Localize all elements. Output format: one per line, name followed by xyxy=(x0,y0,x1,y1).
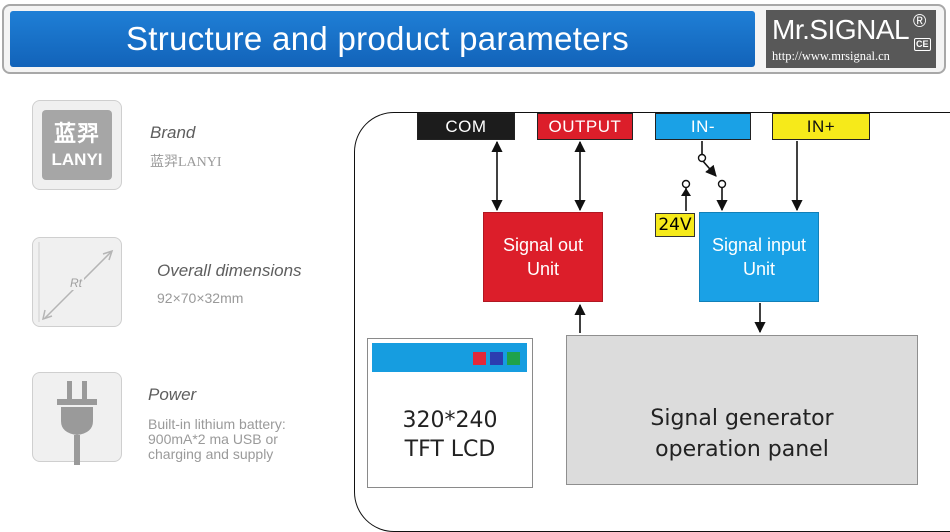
signal-out-unit: Signal out Unit xyxy=(483,212,603,302)
port-com: COM xyxy=(417,113,515,140)
dimensions-value: 92×70×32mm xyxy=(157,290,244,306)
lcd-label: 320*240 TFT LCD xyxy=(368,406,532,464)
power-value-line-3: charging and supply xyxy=(148,446,274,462)
port-in-minus: IN- xyxy=(655,113,751,140)
lcd-red-square-icon xyxy=(473,352,486,365)
signal-input-unit-line-1: Signal input xyxy=(711,235,807,255)
mrsignal-logo: Mr.SIGNAL ® CE http://www.mrsignal.cn xyxy=(766,10,936,68)
brand-logo-en: LANYI xyxy=(51,150,103,169)
title-banner: Structure and product parameters xyxy=(10,11,755,67)
panel-label: Signal generator operation panel xyxy=(567,403,917,465)
diagram-connectors xyxy=(491,140,803,334)
page-title: Structure and product parameters xyxy=(125,20,630,57)
lcd-screen: 320*240 TFT LCD xyxy=(367,338,533,488)
switch-pivot-icon xyxy=(697,153,707,163)
signal-out-unit-line-1: Signal out xyxy=(502,235,584,255)
registered-mark: ® xyxy=(913,11,927,31)
lcd-blue-square-icon xyxy=(490,352,503,365)
port-in-plus: IN+ xyxy=(772,113,870,140)
power-value-line-2: 900mA*2 ma USB or xyxy=(148,431,278,447)
ruler-label: Rt xyxy=(68,276,84,290)
voltage-24v-label: 24V xyxy=(655,213,695,237)
dimensions-ruler-icon: Rt xyxy=(32,237,122,327)
logo-name: Mr.SIGNAL xyxy=(772,14,910,45)
ce-mark-icon: CE xyxy=(914,38,931,51)
lcd-label-line-1: 320*240 xyxy=(402,408,498,433)
signal-input-unit: Signal input Unit xyxy=(699,212,819,302)
dimensions-title: Overall dimensions xyxy=(157,261,302,280)
brand-logo-cn: 蓝羿 xyxy=(53,122,100,147)
panel-label-line-1: Signal generator xyxy=(650,406,834,431)
brand-title: Brand xyxy=(150,123,196,142)
signal-out-unit-line-2: Unit xyxy=(526,259,559,279)
power-plug-icon xyxy=(32,372,122,465)
lcd-label-line-2: TFT LCD xyxy=(404,437,496,462)
brand-logo-icon: 蓝羿 LANYI xyxy=(32,100,122,190)
lcd-header-bar xyxy=(372,343,527,372)
power-title: Power xyxy=(148,385,197,404)
switch-contact-24v-icon xyxy=(681,179,691,189)
operation-panel: Signal generator operation panel xyxy=(566,335,918,485)
plug-graphic-icon xyxy=(57,381,97,465)
lcd-green-square-icon xyxy=(507,352,520,365)
logo-url: http://www.mrsignal.cn xyxy=(772,49,890,63)
power-value-line-1: Built-in lithium battery: xyxy=(148,416,286,432)
brand-logo-mark: 蓝羿 LANYI xyxy=(42,110,112,180)
port-output: OUTPUT xyxy=(537,113,633,140)
switch-lever xyxy=(701,159,717,177)
panel-label-line-2: operation panel xyxy=(655,437,829,462)
brand-value: 蓝羿LANYI xyxy=(150,155,222,170)
switch-contact-input-icon xyxy=(717,179,727,189)
signal-input-unit-line-2: Unit xyxy=(742,259,775,279)
v24-up-arrow-icon xyxy=(681,188,691,196)
